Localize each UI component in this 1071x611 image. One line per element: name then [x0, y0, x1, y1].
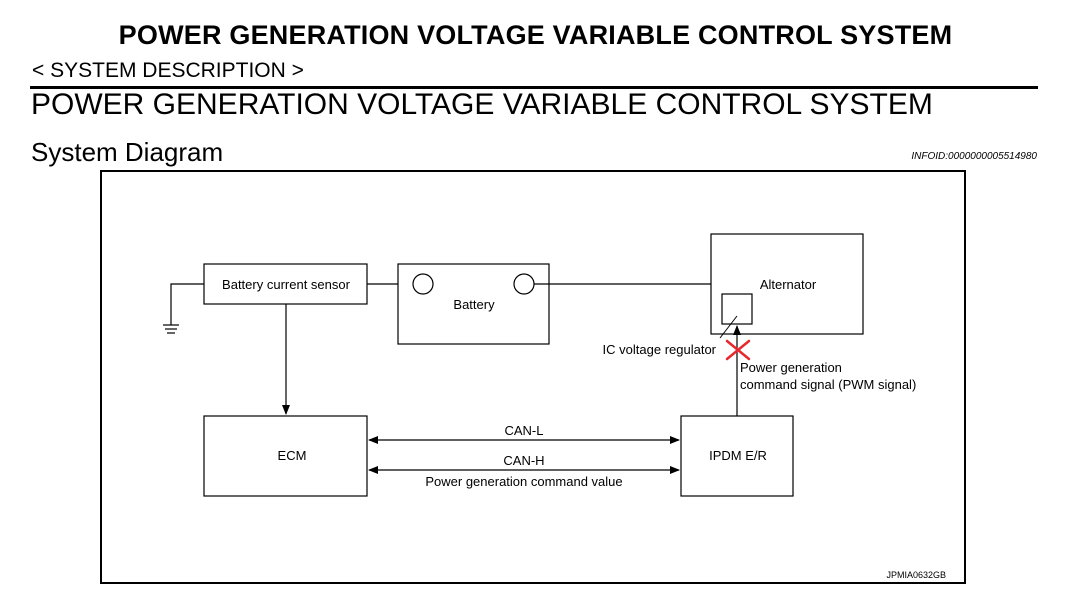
can-h-label: CAN-H — [503, 453, 544, 468]
pwm-signal-label-line1: Power generation — [740, 360, 842, 375]
sub-heading: System Diagram — [31, 137, 224, 167]
battery-current-sensor-block — [203, 263, 368, 305]
ic-regulator-leader — [719, 315, 738, 339]
info-id: INFOID:0000000005514980 — [911, 151, 1037, 162]
ecm-label: ECM — [278, 448, 307, 463]
alternator-label: Alternator — [760, 277, 817, 292]
cross-mark-icon — [725, 339, 751, 361]
ic-voltage-regulator-block — [721, 293, 753, 325]
pwm-signal-label-line2: command signal (PWM signal) — [740, 377, 916, 392]
ic-voltage-regulator-label: IC voltage regulator — [603, 342, 717, 357]
diagram-frame — [100, 170, 966, 584]
battery-label: Battery — [453, 297, 495, 312]
figure-code: JPMIA0632GB — [886, 570, 946, 580]
battery-negative-terminal — [412, 273, 434, 295]
command-value-label: Power generation command value — [425, 474, 622, 489]
page-title: POWER GENERATION VOLTAGE VARIABLE CONTRO… — [118, 20, 953, 50]
can-l-label: CAN-L — [504, 423, 543, 438]
ecm-block — [203, 415, 368, 497]
section-heading: POWER GENERATION VOLTAGE VARIABLE CONTRO… — [31, 88, 933, 121]
ipdm-label: IPDM E/R — [709, 448, 767, 463]
battery-current-sensor-label: Battery current sensor — [222, 277, 351, 292]
battery-positive-terminal — [513, 273, 535, 295]
heading-rule — [30, 86, 1038, 89]
section-label: < SYSTEM DESCRIPTION > — [32, 59, 304, 82]
ground-icon — [163, 283, 204, 334]
